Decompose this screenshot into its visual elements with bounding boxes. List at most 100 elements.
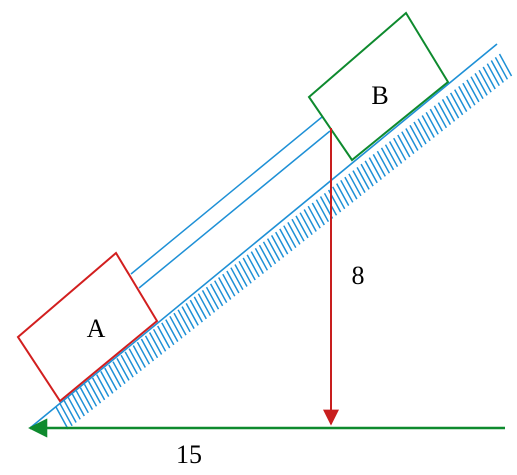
hatch-mark [368,157,382,180]
hatch-mark [79,387,94,410]
incline-hatching [55,53,513,430]
hatch-mark [486,63,500,87]
hatch-mark [63,400,77,423]
hatch-mark [421,115,435,138]
hatch-mark [87,380,102,404]
hatch-mark [417,118,431,142]
hatch-mark [242,257,256,281]
hatch-mark [376,150,391,174]
hatch-mark [433,105,448,129]
hatch-mark [193,296,207,320]
hatch-mark [490,60,504,83]
hatch-mark [315,199,330,223]
hatch-mark [185,303,199,326]
hatch-mark [332,186,346,210]
hatch-mark [246,254,260,278]
hatch-mark [299,212,313,236]
block-a [16,251,159,403]
hatch-mark [140,338,155,362]
hatch-mark [372,154,386,177]
block-a-label: A [87,314,106,343]
block-b [307,11,450,162]
hatch-mark [201,290,216,313]
hatch-mark [401,131,415,155]
hatch-mark [397,134,411,158]
hatch-mark [295,215,309,239]
hatch-mark [258,244,273,268]
hatch-mark [148,332,163,355]
hatch-mark [132,345,146,368]
hatch-mark [189,299,203,323]
hatch-mark [409,124,423,148]
incline-surface-line [29,43,498,429]
hatch-mark [108,364,122,388]
hatch-mark [55,406,69,430]
base-label: 15 [176,440,202,469]
hatch-mark [205,286,220,310]
hatch-mark [71,393,85,417]
hatch-mark [112,361,126,385]
hatch-mark [307,205,321,229]
hatch-mark [104,367,118,391]
hatch-mark [238,260,252,284]
hatch-mark [226,270,240,294]
hatch-mark [100,371,114,394]
hatch-mark [230,267,244,291]
hatch-mark [340,179,354,203]
hatch-mark [254,247,269,271]
hatch-mark [388,141,403,164]
hatch-mark [364,160,378,184]
hatch-mark [482,66,496,90]
hatch-mark [470,76,484,100]
rope-line-upper [130,116,323,275]
hatch-mark [437,102,452,125]
hatch-mark [124,351,138,375]
hatch-mark [181,306,195,329]
hatch-mark [336,183,350,206]
hatch-mark [462,82,476,106]
hatch-mark [449,92,464,116]
hatch-mark [425,111,439,135]
hatch-mark [270,235,285,258]
hatch-mark [173,312,187,336]
hatch-mark [478,69,492,93]
hatch-mark [291,218,305,242]
hatch-mark [466,79,480,103]
hatch-mark [91,377,106,401]
hatch-mark [177,309,191,333]
hatch-mark [59,403,73,427]
hatch-mark [283,225,297,249]
hatch-mark [344,176,358,200]
hatch-mark [214,280,228,304]
hatch-mark [275,231,289,255]
height-label: 8 [352,261,365,290]
hatch-mark [413,121,427,145]
hatch-mark [356,167,370,190]
hatch-mark [234,264,248,287]
hatch-mark [380,147,395,171]
hatch-mark [384,144,399,168]
hatch-mark [152,328,167,352]
hatch-mark [494,56,509,80]
hatch-mark [222,273,236,297]
hatch-mark [498,53,513,77]
hatch-mark [161,322,175,346]
hatch-mark [120,354,134,378]
hatch-mark [405,128,419,151]
hatch-mark [266,238,281,261]
hatch-mark [165,319,179,342]
hatch-mark [96,374,110,397]
hatch-mark [209,283,224,307]
hatch-mark [144,335,159,359]
rope-line-lower [138,130,331,289]
hatch-mark [352,170,366,193]
hatch-mark [136,341,151,365]
hatch-mark [218,277,232,300]
hatch-mark [303,209,317,232]
hatch-mark [279,228,293,252]
hatch-mark [128,348,142,372]
hatch-mark [169,315,183,339]
hatch-mark [393,137,407,161]
hatch-mark [311,202,325,226]
